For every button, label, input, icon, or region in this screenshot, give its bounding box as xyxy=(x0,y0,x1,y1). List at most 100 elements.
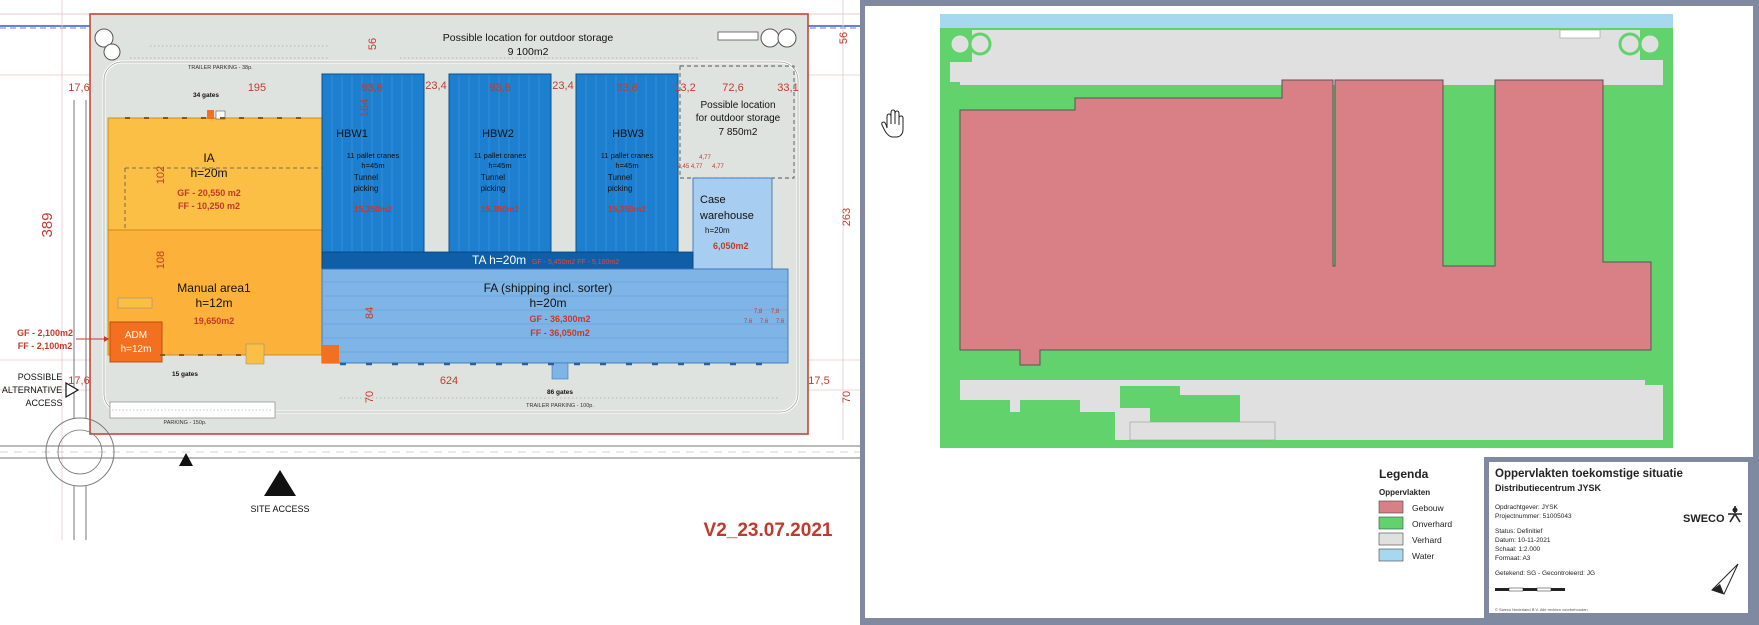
hbw2-labels: HBW2 11 pallet cranes h=45m Tunnel picki… xyxy=(474,128,527,214)
legend-swatch-water xyxy=(1378,548,1404,562)
tank-icon xyxy=(103,43,121,61)
hbw3-name: HBW3 xyxy=(612,128,644,140)
hbw2-picking2: picking xyxy=(481,184,506,193)
title-block-copyright: © Sweco Nederland B.V. Alle rechten voor… xyxy=(1495,607,1588,612)
site-road-edge xyxy=(103,61,799,413)
legend-swatch-unpaved xyxy=(1378,516,1404,530)
title-block-drawn: Getekend: SG - Gecontroleerd: JG xyxy=(1495,570,1595,577)
hbw3-picking2: picking xyxy=(608,184,633,193)
hbw3-picking1: Tunnel xyxy=(608,173,632,182)
map-green-island xyxy=(950,400,1010,420)
title-block-title: Oppervlakten toekomstige situatie xyxy=(1495,468,1683,480)
hand-cursor-icon xyxy=(881,109,904,138)
title-block-project: Projectnummer: 51005043 xyxy=(1495,513,1572,520)
map-green-island xyxy=(1120,386,1180,408)
gates-bottom-label: 86 gates xyxy=(547,389,573,396)
dim-164: 164 xyxy=(359,99,371,117)
small-access-triangle-icon xyxy=(179,453,193,466)
hbw3-area: 15,350m2 xyxy=(608,204,647,214)
dim-102: 102 xyxy=(155,166,167,184)
dim-17-6-bottom: 17,6 xyxy=(68,375,89,387)
dim-23-4-a: 23,4 xyxy=(425,80,446,92)
hbw2-cranes: 11 pallet cranes xyxy=(474,151,527,160)
dim-56-left: 56 xyxy=(367,38,379,50)
north-arrow-icon xyxy=(1711,563,1739,595)
dim-17-6-top: 17,6 xyxy=(68,82,89,94)
dim-4-77-c: 4,77 xyxy=(712,164,724,170)
tank-icon xyxy=(94,28,114,48)
zone-hbw1 xyxy=(321,73,425,270)
zone-hbw2 xyxy=(448,73,552,270)
hbw2-area: 15,350m2 xyxy=(481,204,520,214)
ta-extra: GF - 5,450m2 FF - 5,100m2 xyxy=(532,259,619,266)
left-warehouse-plan: TRAILER PARKING - 38p. Possible location… xyxy=(0,0,860,625)
access-alt-line2: ALTERNATIVE xyxy=(2,385,62,395)
hbw3-cranes: 11 pallet cranes xyxy=(601,151,654,160)
case-warehouse-height: h=20m xyxy=(705,226,730,235)
trailer-parking-top-label: TRAILER PARKING - 38p. xyxy=(188,65,253,71)
parking-bottom-label: PARKING - 150p. xyxy=(164,420,207,426)
map-water-ditch xyxy=(940,14,1673,28)
adm-height: h=12m xyxy=(121,344,152,355)
ia-gf: GF - 20,550 m2 xyxy=(177,188,241,198)
hbw1-cranes: 11 pallet cranes xyxy=(347,151,400,160)
title-block-client: Opdrachtgever: JYSK xyxy=(1495,504,1559,511)
zone-hbw3 xyxy=(575,73,679,270)
map-legend: Legenda Oppervlakten Gebouw Onverhard Ve… xyxy=(1378,467,1452,562)
manual-subroom xyxy=(245,343,265,365)
legend-title: Legenda xyxy=(1379,467,1429,481)
zone-case-warehouse xyxy=(692,177,773,270)
dim-7-6-b: 7,6 xyxy=(760,319,769,325)
trailer-parking-bottom-label: TRAILER PARKING - 100p. xyxy=(526,403,594,409)
fa-height: h=20m xyxy=(529,296,566,310)
dimension-labels: 17,6 195 93,6 23,4 93,6 23,4 93,6 13,2 7… xyxy=(39,32,853,403)
dim-33-1: 33,1 xyxy=(777,82,798,94)
dim-17-5: 17,5 xyxy=(808,375,829,387)
manual-subroom xyxy=(117,297,153,309)
scale-bar xyxy=(1495,587,1565,592)
map-tank xyxy=(948,32,972,56)
zone-ia xyxy=(107,117,323,231)
dim-56-right: 56 xyxy=(838,32,850,44)
alternative-access-arrow-icon xyxy=(65,381,80,399)
legend-swatch-paved xyxy=(1378,532,1404,546)
tank-icon xyxy=(777,28,797,48)
map-green-buffer xyxy=(948,82,960,407)
access-alt-line3: ACCESS xyxy=(25,398,62,408)
hbw1-height: h=45m xyxy=(361,161,384,170)
legend-label-paved: Verhard xyxy=(1412,535,1442,545)
title-block-status: Status: Definitief xyxy=(1495,528,1543,535)
right-surface-map: Legenda Oppervlakten Gebouw Onverhard Ve… xyxy=(860,0,1759,625)
site-access-triangle-icon xyxy=(264,470,296,496)
dim-93-6-a: 93,6 xyxy=(361,82,382,94)
hbw1-picking1: Tunnel xyxy=(354,173,378,182)
legend-label-unpaved: Onverhard xyxy=(1412,519,1452,529)
ia-name: IA xyxy=(203,151,214,165)
dim-70-a: 70 xyxy=(364,391,376,403)
dim-70-b: 70 xyxy=(841,391,853,403)
roundabout-inner xyxy=(57,429,103,475)
tank-icon xyxy=(760,28,780,48)
manual-area: 19,650m2 xyxy=(194,316,235,326)
site-access-label: SITE ACCESS xyxy=(250,504,309,514)
hbw1-labels: HBW1 11 pallet cranes h=45m Tunnel picki… xyxy=(336,128,399,214)
roundabout xyxy=(45,417,115,487)
map-green-island xyxy=(1020,400,1080,420)
adm-ff: FF - 2,100m2 xyxy=(18,341,73,351)
hbw-aisle-lines xyxy=(331,75,667,268)
ia-ff: FF - 10,250 m2 xyxy=(178,201,240,211)
map-building-footprint xyxy=(959,79,1652,366)
title-block-scale: Schaal: 1:2.000 xyxy=(1495,546,1541,553)
hbw2-name: HBW2 xyxy=(482,128,514,140)
map-tank xyxy=(968,32,992,56)
dim-72-6: 72,6 xyxy=(722,82,743,94)
map-tank xyxy=(1618,32,1642,56)
hbw3-height: h=45m xyxy=(615,161,638,170)
dim-93-6-b: 93,6 xyxy=(489,82,510,94)
dim-195: 195 xyxy=(248,82,266,94)
gate-house xyxy=(717,31,759,41)
adm-gf: GF - 2,100m2 xyxy=(17,328,73,338)
dim-108: 108 xyxy=(155,251,167,269)
dim-7-6-a: 7,6 xyxy=(744,319,753,325)
title-block-subtitle: Distributiecentrum JYSK xyxy=(1495,483,1602,493)
